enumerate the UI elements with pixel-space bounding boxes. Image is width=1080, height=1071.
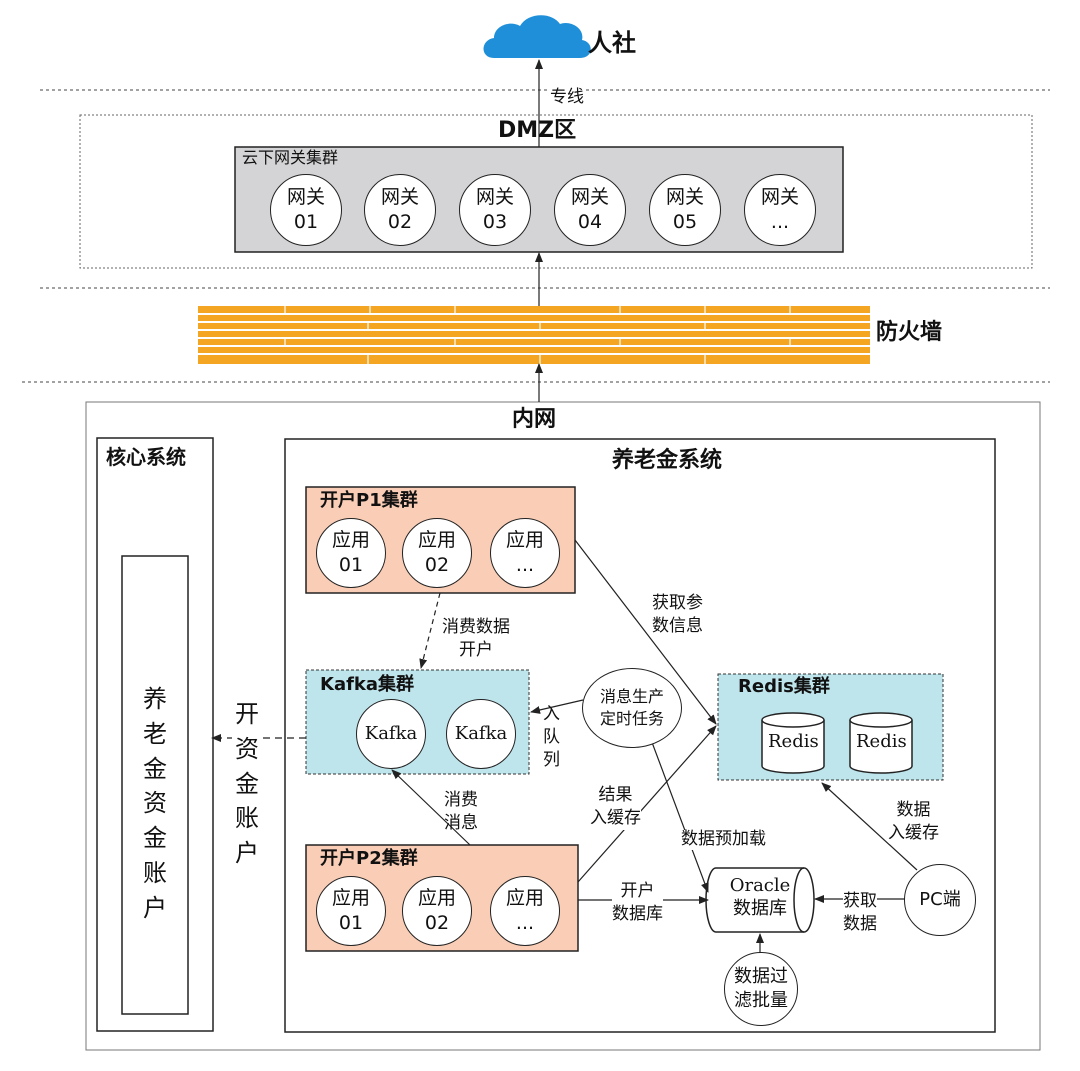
gateway-node-more: 网关... — [744, 174, 816, 246]
edge-p1-to-kafka — [419, 592, 441, 669]
edge-label-open-db: 开户数据库 — [612, 880, 663, 926]
edge-label-preload: 数据预加载 — [681, 829, 766, 850]
pc-client-node: PC端 — [904, 864, 976, 936]
intranet-zone — [85, 401, 1041, 1051]
kafka-cluster-label: Kafka集群 — [320, 674, 415, 695]
edge-p2-to-redis — [577, 725, 717, 883]
edge-label-get-data: 获取数据 — [843, 890, 877, 936]
dedicated-line-label: 专线 — [548, 87, 586, 108]
dmz-zone — [79, 114, 1033, 269]
edge-task-to-oracle — [649, 736, 709, 893]
edge-label-consume-open: 消费数据开户 — [442, 616, 510, 662]
edge-p2-to-kafka — [391, 769, 471, 846]
edge-label-consume-msg: 消费消息 — [444, 790, 478, 833]
edge-label-get-params: 获取参数信息 — [652, 593, 703, 636]
pension-account-box — [121, 555, 189, 1015]
dmz-label: DMZ区 — [498, 118, 577, 143]
p1-cluster-label: 开户P1集群 — [320, 490, 418, 511]
redis-node-1: Redis — [768, 731, 819, 752]
p1-app-more: 应用... — [490, 518, 560, 588]
p2-app-more: 应用... — [490, 876, 560, 946]
edge-pc-to-redis — [821, 782, 918, 871]
edge-label-result-cache: 结果入缓存 — [590, 784, 641, 830]
pension-system-box — [284, 438, 996, 1033]
pension-account-text: 养老金资金账户 — [143, 685, 167, 922]
message-task-node: 消息生产定时任务 — [582, 668, 682, 748]
open-account-label: 开资金账户 — [232, 697, 262, 871]
pension-system-label: 养老金系统 — [612, 448, 723, 473]
firewall-label: 防火墙 — [876, 320, 943, 345]
redis-cluster-label: Redis集群 — [738, 676, 830, 697]
kafka-node-2: Kafka — [446, 699, 516, 769]
cloud-label: 人社 — [588, 29, 636, 57]
core-system-label: 核心系统 — [106, 445, 186, 469]
kafka-node-1: Kafka — [356, 699, 426, 769]
redis-node-2: Redis — [856, 731, 907, 752]
edge-label-enqueue: 入队列 — [543, 704, 560, 770]
edge-task-to-kafka — [530, 699, 584, 714]
cloud-icon — [483, 15, 591, 58]
p2-cluster-label: 开户P2集群 — [320, 848, 418, 869]
gateway-cluster-label: 云下网关集群 — [242, 148, 339, 167]
data-filter-node: 数据过滤批量 — [724, 952, 798, 1026]
redis-db-shape — [761, 712, 913, 774]
edge-label-data-cache: 数据入缓存 — [888, 800, 939, 843]
firewall-wall — [198, 306, 870, 364]
edge-p1-to-redis — [574, 539, 717, 725]
intranet-label: 内网 — [512, 407, 557, 432]
